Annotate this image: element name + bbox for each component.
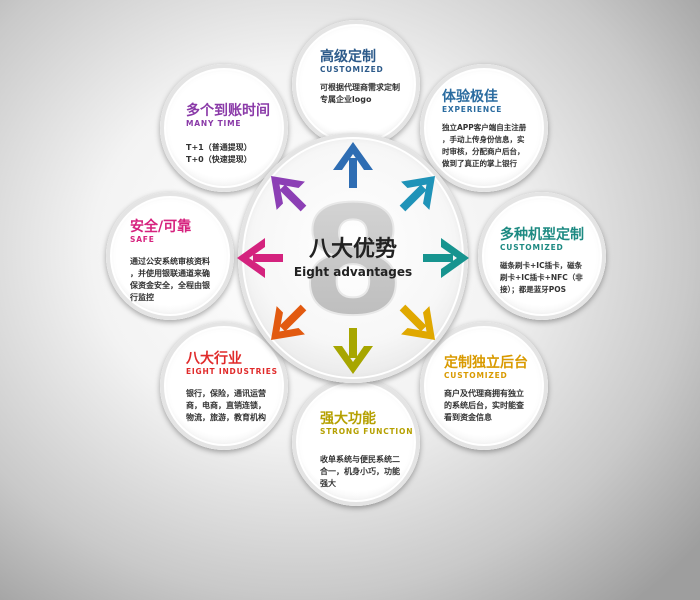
arrow-shaft (423, 254, 453, 262)
desc-line: 看到资金信息 (444, 413, 492, 422)
item-title: 八大行业 (186, 351, 242, 367)
arrow-down (333, 328, 373, 374)
desc-line: 的系统后台，实时能查 (444, 401, 524, 410)
item-subtitle: STRONG FUNCTION (320, 427, 414, 436)
arrow-shaft (349, 328, 357, 358)
desc-line: 做到了真正的掌上银行 (442, 159, 517, 168)
desc-line: 行监控 (130, 293, 154, 302)
desc-line: 通过公安系统审核资料 (130, 257, 210, 266)
item-subtitle: EXPERIENCE (442, 105, 503, 114)
desc-line: T+0（快速提现） (186, 155, 252, 164)
arrow-shaft (279, 304, 307, 332)
item-title: 安全/可靠 (130, 219, 192, 235)
desc-line: 强大 (320, 479, 336, 488)
arrow-down-left (270, 304, 307, 341)
desc-line: 可根据代理商需求定制 (320, 83, 400, 92)
center-number-graphic: 8 (300, 174, 406, 350)
item-title: 多种机型定制 (500, 227, 584, 243)
item-description: 银行，保险，通讯运营 商，电商，直销连锁， 物流，旅游，教育机构 (186, 388, 282, 424)
item-title: 体验极佳 (442, 89, 498, 105)
arrow-up-left (270, 175, 307, 212)
desc-line: 时审核，分配商户后台， (442, 147, 525, 156)
arrow-head (333, 346, 373, 374)
item-description: 商户及代理商拥有独立 的系统后台，实时能查 看到资金信息 (444, 388, 540, 424)
center-subtitle: Eight advantages (293, 265, 413, 279)
desc-line: T+1（普通提现） (186, 143, 252, 152)
item-function: 强大功能 STRONG FUNCTION 收单系统与便民系统二 合一，机身小巧，… (292, 378, 420, 506)
item-customized: 高级定制 CUSTOMIZED 可根据代理商需求定制 专属企业logo (292, 20, 420, 148)
arrow-shaft (279, 184, 307, 212)
item-subtitle: EIGHT INDUSTRIES (186, 367, 278, 376)
center-number: 8 (301, 175, 405, 349)
desc-line: 刷卡+IC插卡+NFC（非 (500, 273, 583, 282)
arrow-down-right (399, 304, 436, 341)
item-subtitle: CUSTOMIZED (500, 243, 564, 252)
arrow-head (441, 238, 469, 278)
item-description: 收单系统与便民系统二 合一，机身小巧，功能 强大 (320, 454, 410, 490)
desc-line: 商，电商，直销连锁， (186, 401, 266, 410)
item-title: 定制独立后台 (444, 355, 528, 371)
desc-line: 专属企业logo (320, 95, 372, 104)
arrow-head (237, 238, 265, 278)
desc-line: 独立APP客户端自主注册 (442, 123, 527, 132)
arrow-up (333, 142, 373, 188)
desc-line: 收单系统与便民系统二 (320, 455, 400, 464)
arrow-up-right (399, 175, 436, 212)
item-description: 独立APP客户端自主注册 ，手动上传身份信息，实 时审核，分配商户后台， 做到了… (442, 122, 542, 170)
item-title: 高级定制 (320, 49, 376, 65)
item-backend: 定制独立后台 CUSTOMIZED 商户及代理商拥有独立 的系统后台，实时能查 … (420, 322, 548, 450)
item-subtitle: SAFE (130, 235, 155, 244)
desc-line: 合一，机身小巧，功能 (320, 467, 400, 476)
desc-line: 银行，保险，通讯运营 (186, 389, 266, 398)
item-multi-model: 多种机型定制 CUSTOMIZED 磁条刷卡+IC插卡，磁条 刷卡+IC插卡+N… (478, 192, 606, 320)
arrow-shaft (349, 158, 357, 188)
arrow-shaft (399, 304, 427, 332)
arrow-head (270, 175, 305, 210)
desc-line: 接）；都是蓝牙POS (500, 285, 567, 294)
arrow-head (401, 175, 436, 210)
arrow-shaft (399, 184, 427, 212)
desc-line: ，并使用银联通道来确 (130, 269, 210, 278)
item-time: 多个到账时间 MANY TIME T+1（普通提现） T+0（快速提现） (160, 64, 288, 192)
center-title: 八大优势 (308, 237, 397, 262)
desc-line: 物流，旅游，教育机构 (186, 413, 266, 422)
item-experience: 体验极佳 EXPERIENCE 独立APP客户端自主注册 ，手动上传身份信息，实… (420, 64, 548, 192)
desc-line: 保资金安全，全程由银 (130, 281, 210, 290)
desc-line: 商户及代理商拥有独立 (444, 389, 524, 398)
item-description: 通过公安系统审核资料 ，并使用银联通道来确 保资金安全，全程由银 行监控 (130, 256, 226, 304)
arrow-shaft (253, 254, 283, 262)
item-description: 可根据代理商需求定制 专属企业logo (320, 82, 414, 106)
arrow-head (333, 142, 373, 170)
desc-line: 磁条刷卡+IC插卡，磁条 (500, 261, 583, 270)
item-subtitle: MANY TIME (186, 119, 242, 128)
arrow-right (423, 238, 469, 278)
item-description: T+1（普通提现） T+0（快速提现） (186, 142, 282, 166)
item-title: 强大功能 (320, 411, 376, 427)
desc-line: ，手动上传身份信息，实 (442, 135, 525, 144)
arrow-left (237, 238, 283, 278)
item-safe: 安全/可靠 SAFE 通过公安系统审核资料 ，并使用银联通道来确 保资金安全，全… (106, 192, 234, 320)
item-subtitle: CUSTOMIZED (444, 371, 508, 380)
item-title: 多个到账时间 (186, 103, 270, 119)
item-industries: 八大行业 EIGHT INDUSTRIES 银行，保险，通讯运营 商，电商，直销… (160, 322, 288, 450)
item-subtitle: CUSTOMIZED (320, 65, 384, 74)
item-description: 磁条刷卡+IC插卡，磁条 刷卡+IC插卡+NFC（非 接）；都是蓝牙POS (500, 260, 600, 296)
